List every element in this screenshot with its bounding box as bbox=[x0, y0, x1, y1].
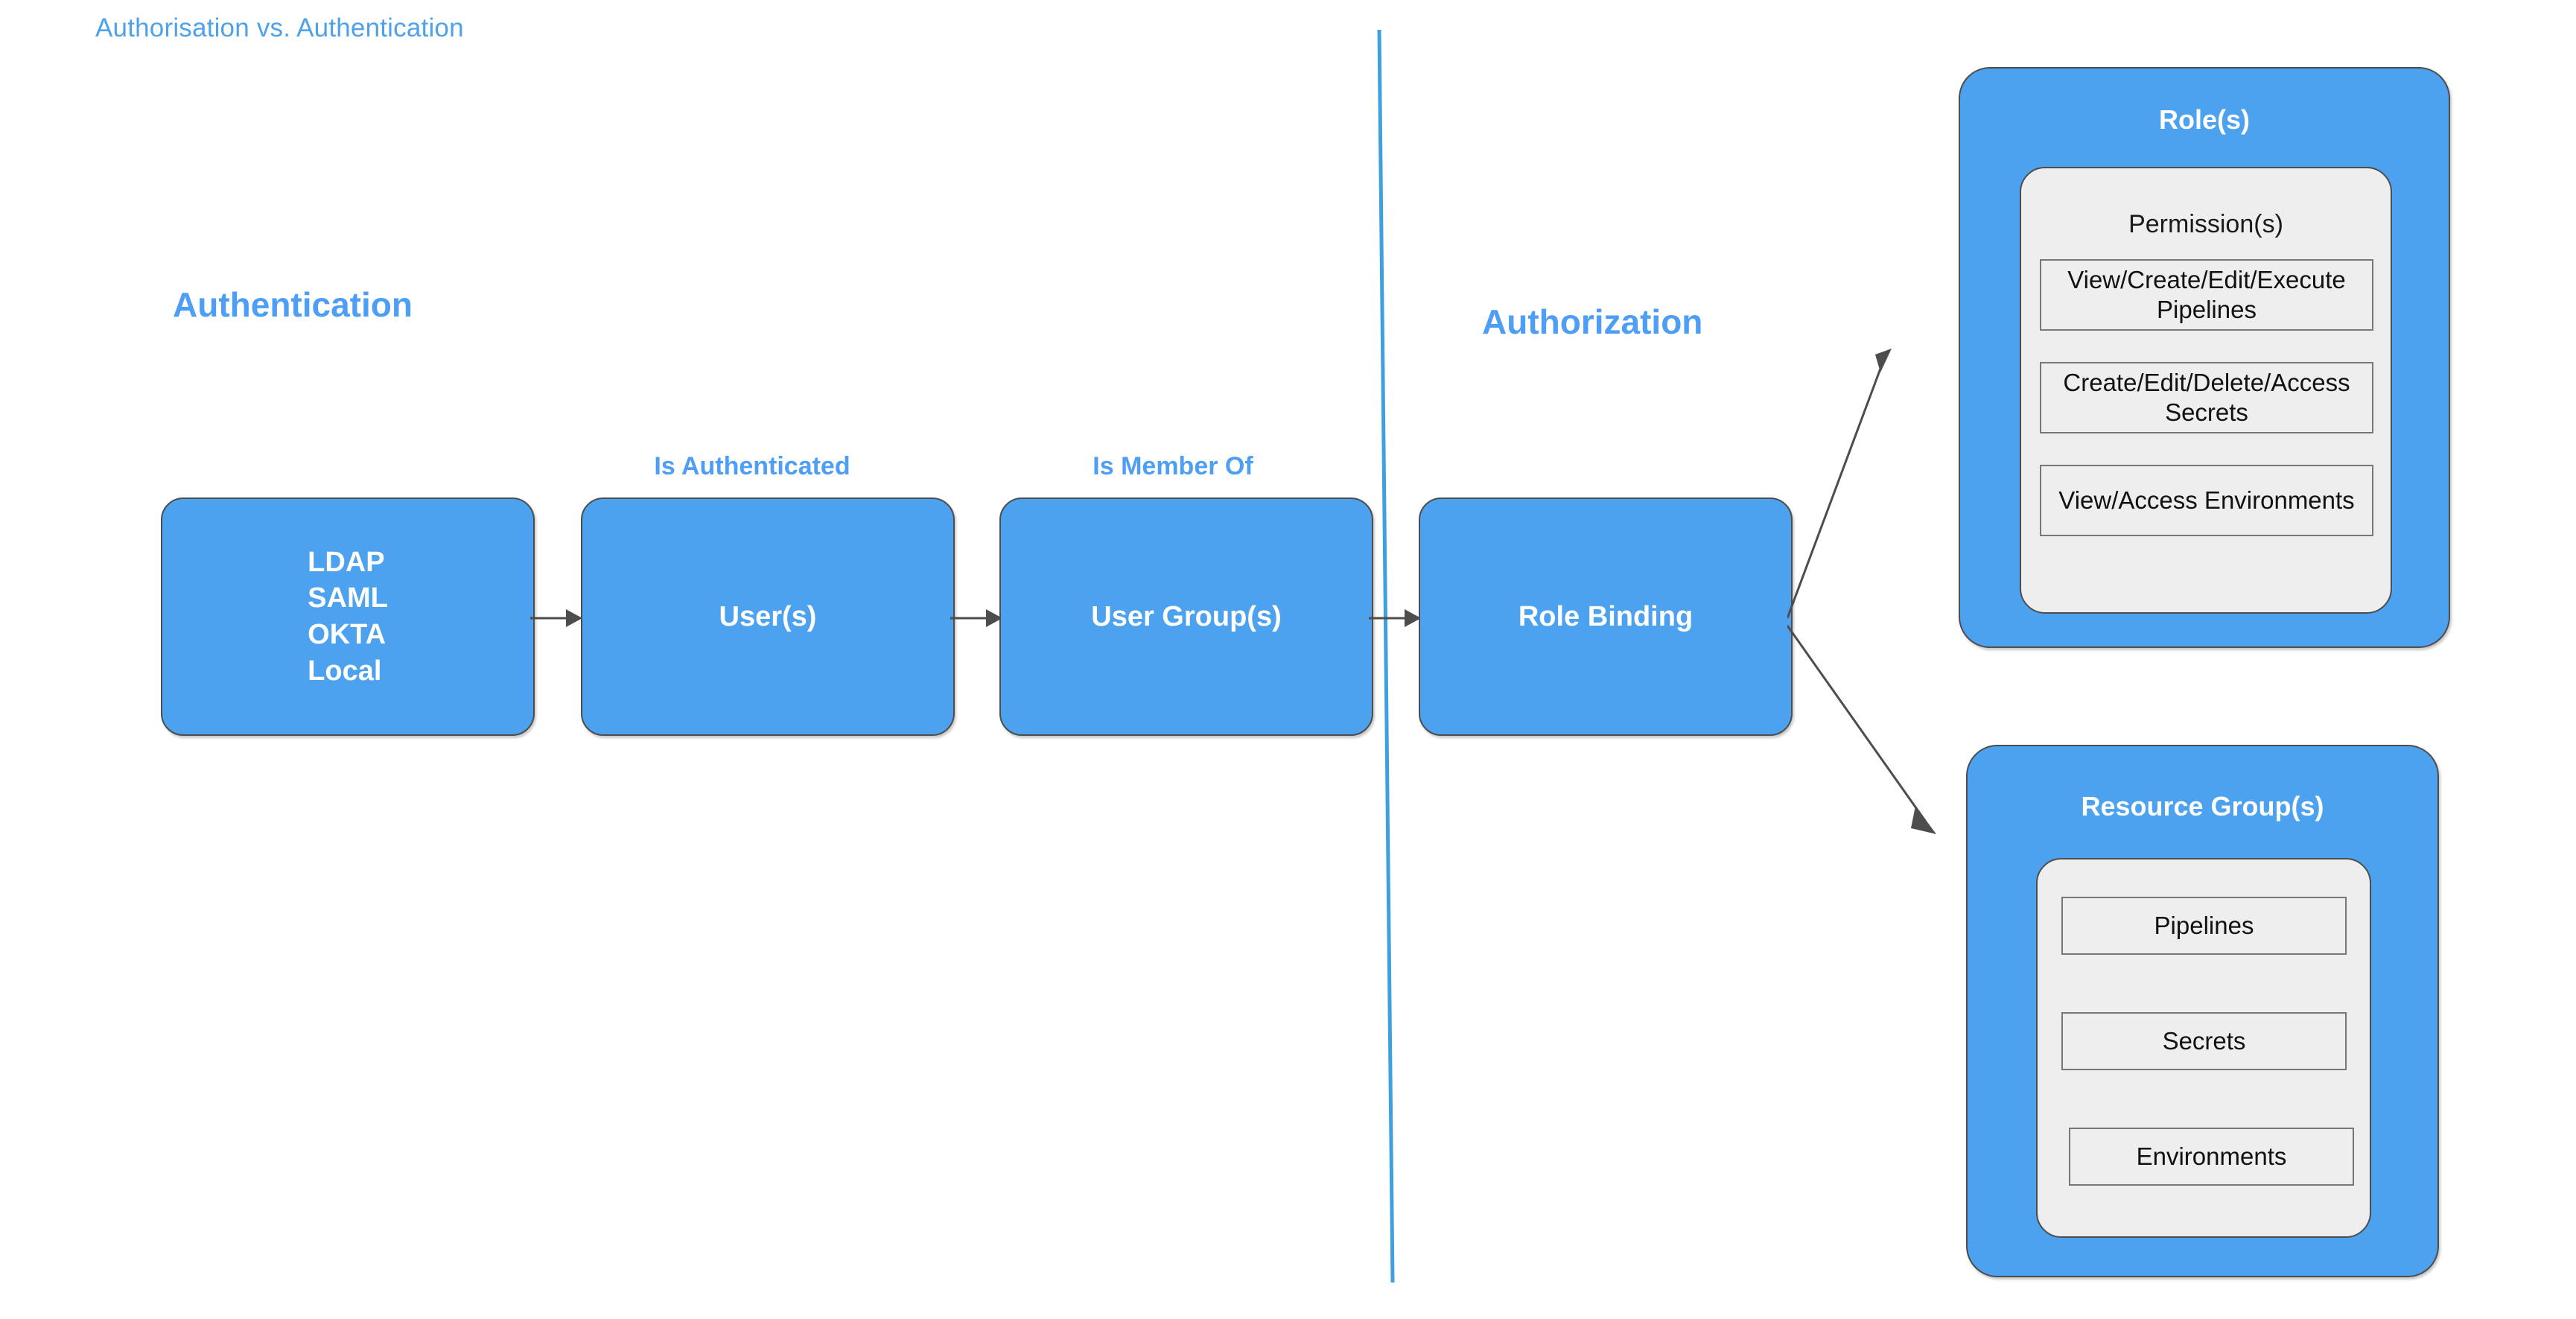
group-resource-groups-title: Resource Group(s) bbox=[2081, 791, 2324, 821]
permission-item[interactable]: View/Create/Edit/Execute Pipelines bbox=[2040, 259, 2373, 331]
resource-item[interactable]: Pipelines bbox=[2061, 897, 2347, 955]
permissions-panel-title: Permission(s) bbox=[2128, 210, 2283, 238]
connector-user-groups-to-role-binding bbox=[1369, 609, 1421, 627]
group-roles-title: Role(s) bbox=[2158, 104, 2250, 135]
connector-providers-to-users bbox=[530, 609, 582, 627]
permissions-panel: Permission(s) View/Create/Edit/Execute P… bbox=[2020, 167, 2392, 614]
node-identity-providers-label: LDAP SAML OKTA Local bbox=[308, 546, 388, 687]
connector-role-binding-to-role bbox=[1787, 349, 1892, 619]
permission-item[interactable]: View/Access Environments bbox=[2040, 465, 2373, 536]
node-users-label: User(s) bbox=[719, 600, 817, 632]
resource-item[interactable]: Secrets bbox=[2061, 1012, 2347, 1070]
group-roles[interactable]: Role(s) Permission(s) View/Create/Edit/E… bbox=[1959, 67, 2450, 648]
node-users[interactable]: User(s) bbox=[581, 498, 955, 736]
node-role-binding-label: Role Binding bbox=[1518, 600, 1694, 632]
edge-label-is-authenticated: Is Authenticated bbox=[654, 452, 850, 480]
node-user-groups[interactable]: User Group(s) bbox=[999, 498, 1373, 736]
page-title: Authorisation vs. Authentication bbox=[95, 13, 464, 42]
section-heading-authorization: Authorization bbox=[1482, 302, 1703, 341]
resource-item[interactable]: Environments bbox=[2069, 1128, 2354, 1186]
node-identity-providers[interactable]: LDAP SAML OKTA Local bbox=[161, 498, 535, 736]
edge-label-is-member-of: Is Member Of bbox=[1093, 452, 1253, 480]
node-role-binding[interactable]: Role Binding bbox=[1419, 498, 1793, 736]
permission-item[interactable]: Create/Edit/Delete/Access Secrets bbox=[2040, 362, 2373, 433]
resources-panel: Pipelines Secrets Environments bbox=[2036, 858, 2371, 1238]
connector-role-binding-to-resource-group bbox=[1787, 625, 1936, 834]
group-resource-groups[interactable]: Resource Group(s) Pipelines Secrets Envi… bbox=[1966, 745, 2439, 1277]
connector-users-to-user-groups bbox=[950, 609, 1002, 627]
section-heading-authentication: Authentication bbox=[173, 285, 413, 324]
node-user-groups-label: User Group(s) bbox=[1091, 600, 1282, 632]
